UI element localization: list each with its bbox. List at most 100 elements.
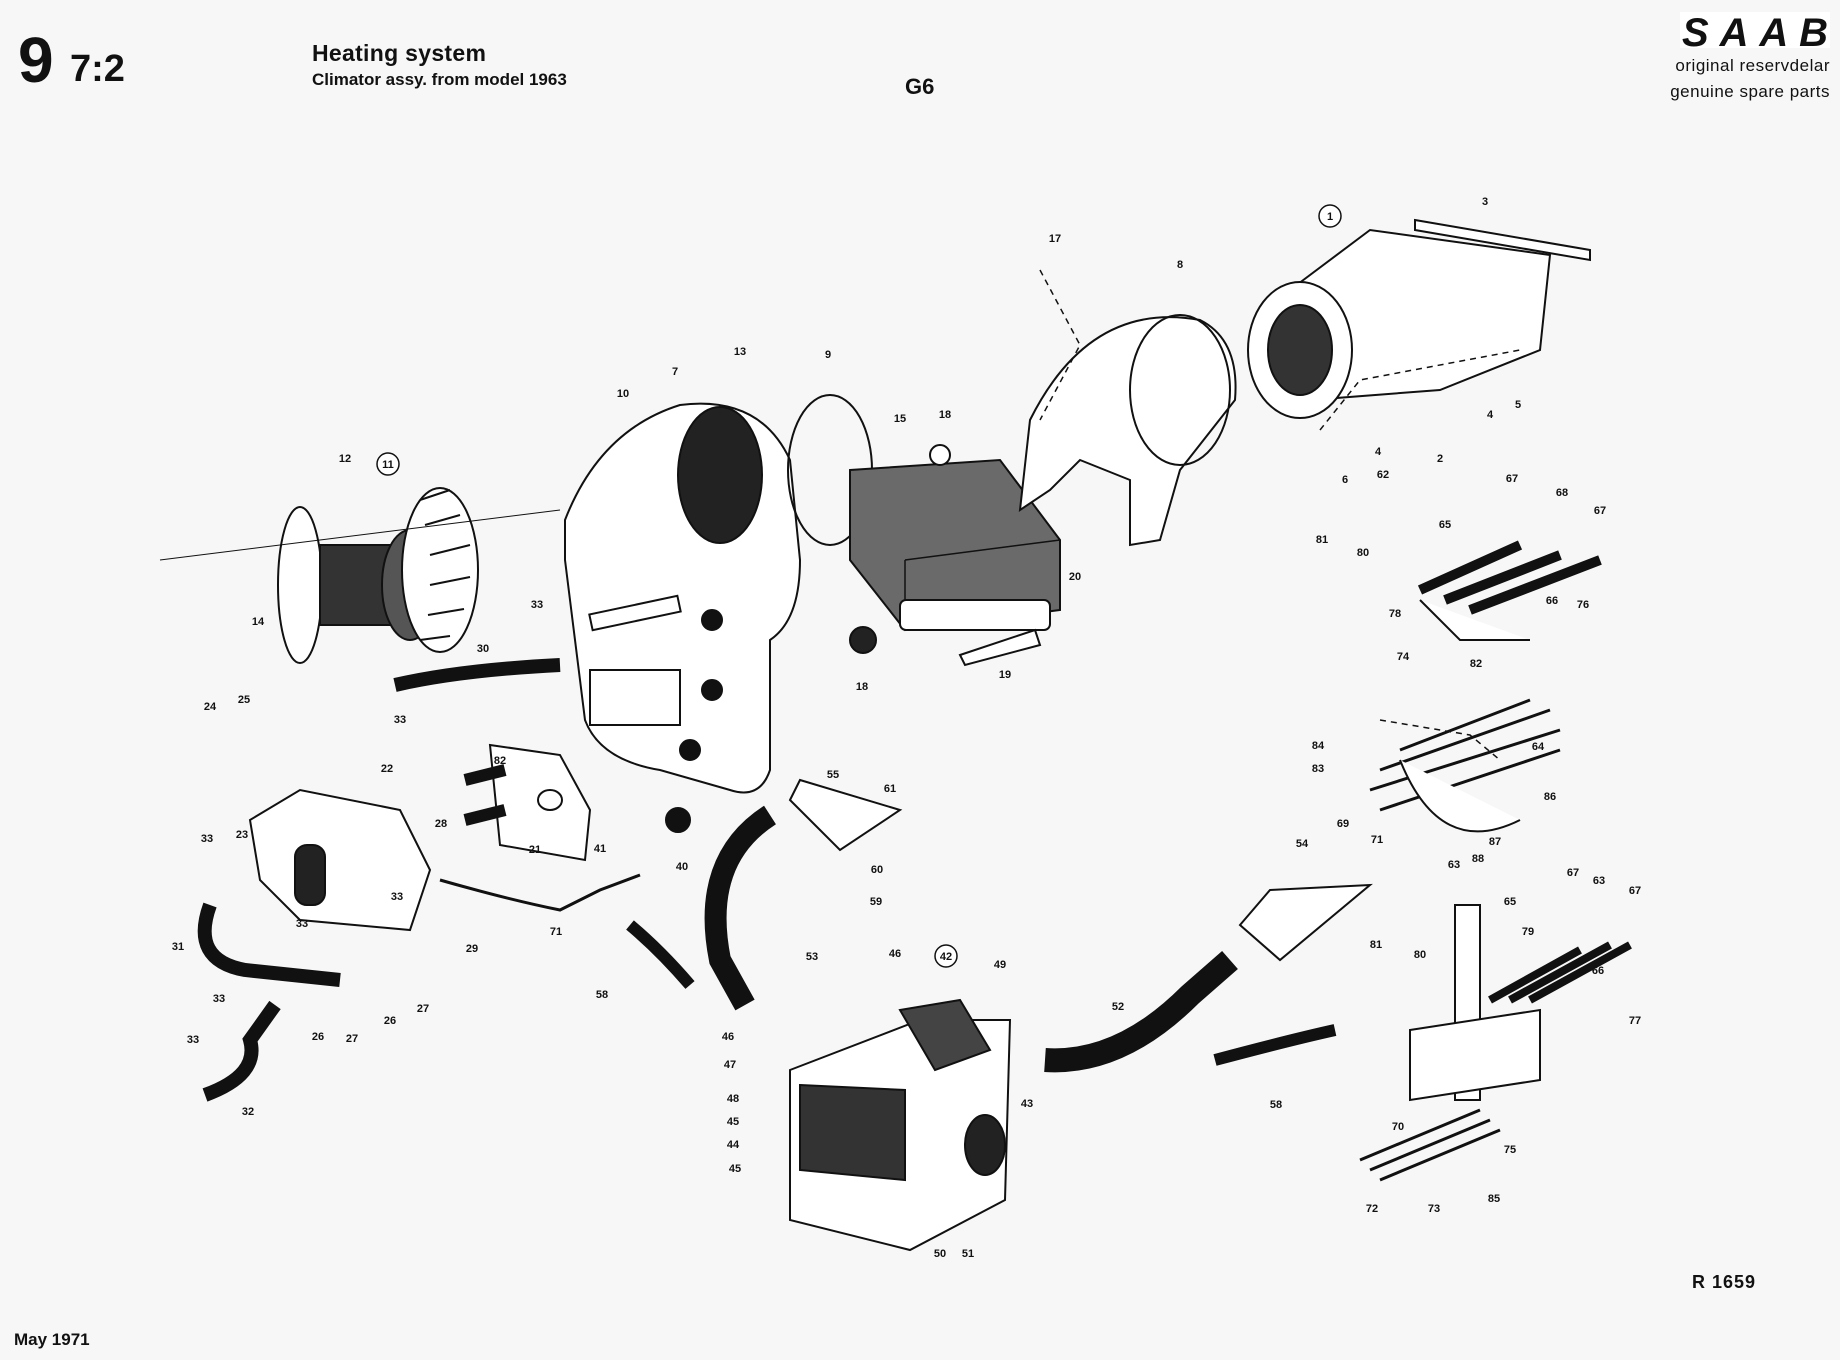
part-callout-21: 21 — [529, 844, 541, 856]
part-callout-67: 67 — [1629, 885, 1641, 897]
blower-motor — [159, 487, 561, 664]
part-callout-4: 4 — [1487, 409, 1494, 421]
part-callout-2: 2 — [1437, 453, 1443, 465]
part-callout-19: 19 — [999, 669, 1011, 681]
outlet-61 — [788, 778, 903, 852]
part-callout-58: 58 — [1270, 1099, 1282, 1111]
part-callout-80: 80 — [1357, 547, 1369, 559]
hose-30 — [393, 658, 561, 692]
part-callout-49: 49 — [994, 959, 1006, 971]
part-callout-7: 7 — [672, 366, 678, 378]
part-callout-72: 72 — [1366, 1203, 1378, 1215]
part-callout-67: 67 — [1567, 867, 1579, 879]
part-callout-8: 8 — [1177, 259, 1183, 271]
part-callout-71: 71 — [550, 926, 562, 938]
part-callout-61: 61 — [884, 783, 896, 795]
control-lever-assembly-lower — [1359, 904, 1632, 1182]
part-callout-1: 1 — [1327, 211, 1333, 223]
part-callout-23: 23 — [236, 829, 248, 841]
water-valve — [248, 788, 432, 932]
part-callout-45: 45 — [729, 1163, 741, 1175]
part-callout-13: 13 — [734, 346, 746, 358]
part-callout-12: 12 — [339, 453, 351, 465]
part-callout-73: 73 — [1428, 1203, 1440, 1215]
part-callout-85: 85 — [1488, 1193, 1500, 1205]
callout-circle-11 — [376, 452, 400, 476]
part-callout-70: 70 — [1392, 1121, 1404, 1133]
part-callout-44: 44 — [727, 1139, 740, 1151]
part-callout-82: 82 — [1470, 658, 1482, 670]
part-callout-31: 31 — [172, 941, 184, 953]
part-callout-25: 25 — [238, 694, 250, 706]
part-callout-33: 33 — [391, 891, 403, 903]
part-callout-27: 27 — [346, 1033, 358, 1045]
part-callout-88: 88 — [1472, 853, 1484, 865]
page-subtitle: Climator assy. from model 1963 — [312, 70, 567, 89]
part-callout-3: 3 — [1482, 196, 1488, 208]
part-callout-54: 54 — [1296, 838, 1309, 850]
part-callout-80: 80 — [1414, 949, 1426, 961]
part-callout-81: 81 — [1316, 534, 1328, 546]
duct-53 — [704, 805, 777, 1011]
part-callout-6: 6 — [1342, 474, 1348, 486]
fan-shroud — [1018, 314, 1237, 547]
page-title: Heating system — [312, 40, 487, 66]
part-callout-46: 46 — [722, 1031, 734, 1043]
part-callout-75: 75 — [1504, 1144, 1516, 1156]
part-callout-66: 66 — [1546, 595, 1558, 607]
part-callout-18: 18 — [856, 681, 868, 693]
part-callout-11: 11 — [382, 459, 394, 471]
control-valve — [463, 743, 592, 862]
part-callout-47: 47 — [724, 1059, 736, 1071]
part-callout-65: 65 — [1439, 519, 1451, 531]
part-callout-51: 51 — [962, 1248, 974, 1260]
part-callout-81: 81 — [1370, 939, 1382, 951]
part-callout-43: 43 — [1021, 1098, 1033, 1110]
part-callout-78: 78 — [1389, 608, 1401, 620]
part-callout-64: 64 — [1532, 741, 1545, 753]
part-callout-41: 41 — [594, 843, 606, 855]
part-callout-22: 22 — [381, 763, 393, 775]
hose-31 — [197, 902, 341, 987]
part-callout-46: 46 — [889, 948, 901, 960]
saab-logo: SAAB — [1680, 11, 1830, 54]
part-callout-67: 67 — [1506, 473, 1518, 485]
part-callout-28: 28 — [435, 818, 447, 830]
part-callout-24: 24 — [204, 701, 217, 713]
drawing-reference: R 1659 — [1692, 1272, 1757, 1292]
heater-housing — [564, 402, 802, 794]
part-callout-20: 20 — [1069, 571, 1081, 583]
part-callout-40: 40 — [676, 861, 688, 873]
part-callout-55: 55 — [827, 769, 839, 781]
part-callout-5: 5 — [1515, 399, 1521, 411]
group-code: G6 — [905, 74, 935, 99]
distribution-box — [789, 998, 1012, 1252]
part-callout-30: 30 — [477, 643, 489, 655]
grommet-18-top — [929, 444, 951, 466]
part-callout-32: 32 — [242, 1106, 254, 1118]
part-callout-68: 68 — [1556, 487, 1568, 499]
part-callout-84: 84 — [1312, 740, 1325, 752]
part-callout-63: 63 — [1448, 859, 1460, 871]
hose-58-left — [626, 920, 695, 989]
part-callout-17: 17 — [1049, 233, 1061, 245]
subsection-number: 7:2 — [70, 48, 125, 90]
part-callout-29: 29 — [466, 943, 478, 955]
control-cable — [439, 873, 641, 912]
part-callout-45: 45 — [727, 1116, 739, 1128]
part-callout-65: 65 — [1504, 896, 1516, 908]
part-callout-26: 26 — [384, 1015, 396, 1027]
part-callout-82: 82 — [494, 755, 506, 767]
inlet-duct — [1247, 218, 1591, 419]
part-callout-27: 27 — [417, 1003, 429, 1015]
part-callout-79: 79 — [1522, 926, 1534, 938]
part-callout-10: 10 — [617, 388, 629, 400]
part-callout-33: 33 — [394, 714, 406, 726]
part-callout-63: 63 — [1593, 875, 1605, 887]
part-callout-60: 60 — [871, 864, 883, 876]
part-callout-76: 76 — [1577, 599, 1589, 611]
part-callout-66: 66 — [1592, 965, 1604, 977]
part-callout-4: 4 — [1375, 446, 1382, 458]
hose-32 — [202, 1000, 281, 1102]
hose-58-right — [1213, 1024, 1337, 1066]
